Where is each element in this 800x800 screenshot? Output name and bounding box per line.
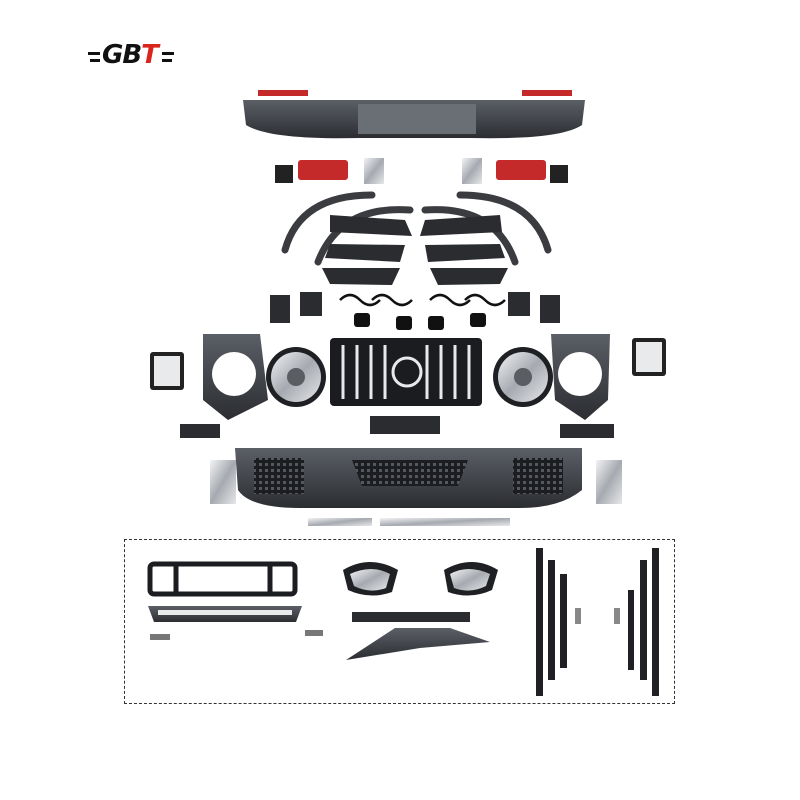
headlight-left <box>266 347 326 407</box>
fender-flares <box>281 191 552 266</box>
logo-dash-left-2 <box>90 59 100 62</box>
body-kit-dashed-frame <box>124 539 675 704</box>
rear-bumper <box>243 90 585 139</box>
diffuser <box>346 612 490 660</box>
wiring-harness <box>339 293 506 307</box>
mounting-brackets <box>270 292 560 330</box>
front-grille <box>330 338 482 434</box>
logo-dash-left <box>88 52 100 55</box>
logo-wordmark: GBT <box>102 40 159 70</box>
front-bumper <box>180 424 622 526</box>
side-steps <box>536 548 659 696</box>
brand-logo: GBT <box>88 40 188 72</box>
logo-dash-right-2 <box>162 59 172 62</box>
headlight-right <box>493 347 553 407</box>
tail-light-right <box>462 158 568 184</box>
tail-light-left <box>275 158 384 184</box>
side-mirrors <box>343 562 498 596</box>
wheel-arch-liners <box>322 215 508 285</box>
roof-light-bar <box>147 561 298 597</box>
headlight-surround-right <box>551 334 666 420</box>
front-lip-spoiler <box>148 606 323 640</box>
headlight-surround-left <box>150 334 268 420</box>
logo-dash-right <box>162 52 174 55</box>
